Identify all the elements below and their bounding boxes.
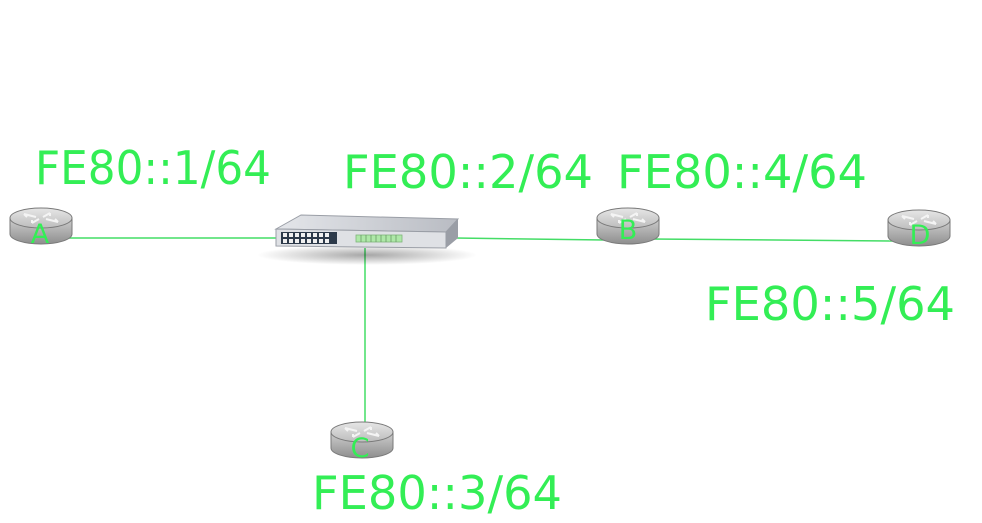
address-label-a: FE80::1/64 xyxy=(35,141,271,195)
node-label-d: D xyxy=(910,220,931,251)
address-label-switch: FE80::2/64 xyxy=(343,145,593,199)
address-label-d: FE80::5/64 xyxy=(705,277,955,331)
node-label-a: A xyxy=(31,219,50,250)
address-label-b: FE80::4/64 xyxy=(617,145,867,199)
link-b-d xyxy=(649,238,896,242)
network-switch-icon xyxy=(257,214,477,265)
node-label-c: C xyxy=(351,433,370,464)
link-switch-b xyxy=(454,237,606,241)
node-label-b: B xyxy=(619,215,638,246)
address-label-c: FE80::3/64 xyxy=(312,466,562,520)
